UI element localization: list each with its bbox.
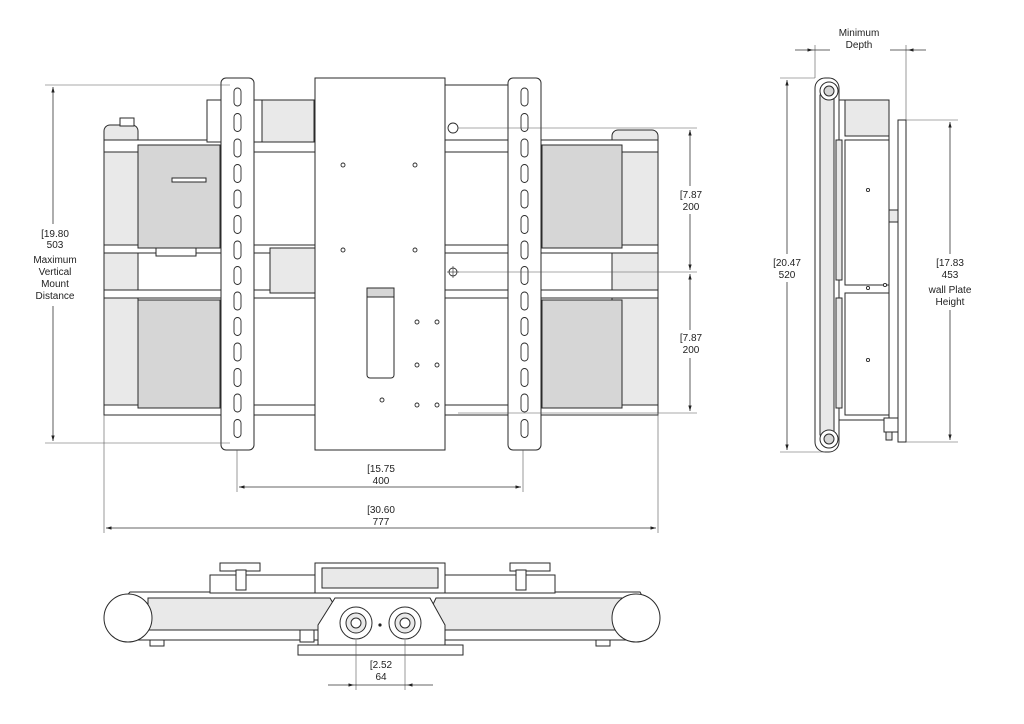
side-dimensions: Minimum Depth [20.47 520 [17.83 453 wall… — [768, 24, 980, 453]
overall-width-inches: [30.60 — [367, 505, 395, 516]
rail-slot — [233, 189, 242, 209]
left-arm-cap — [119, 117, 135, 127]
side-height-inches: [20.47 — [773, 258, 801, 269]
max-vertical-caption-1: Maximum — [33, 255, 76, 266]
upper-spacing-inches: [7.87 — [680, 190, 703, 201]
rail-slot — [520, 164, 529, 183]
wall-plate-mm: 453 — [942, 270, 959, 281]
lower-spacing-mm: 200 — [683, 345, 700, 356]
front-dimensions: [19.80 503 Maximum Vertical Mount Distan… — [28, 84, 706, 533]
center-wall-plate — [314, 77, 446, 451]
center-cutout-top — [366, 287, 395, 298]
bottom-view — [103, 562, 661, 656]
rail-slot — [520, 368, 529, 387]
rail-slot — [520, 266, 529, 285]
bottom-right-roller — [611, 593, 661, 643]
bottom-offset-mm: 64 — [375, 672, 387, 683]
plate-hole — [340, 247, 346, 253]
rail-slot — [520, 138, 529, 158]
right-vertical-rail — [507, 77, 542, 451]
side-top-box — [844, 99, 890, 137]
handle-slot — [171, 177, 207, 183]
rail-slot — [233, 138, 242, 158]
right-upper-housing — [541, 144, 623, 249]
side-wall-plate — [897, 119, 907, 443]
plate-hole — [379, 397, 385, 403]
rail-slot — [233, 342, 242, 362]
bottom-offset-inches: [2.52 — [370, 660, 393, 671]
rail-slot — [233, 164, 242, 183]
rail-slot — [520, 342, 529, 362]
upper-spacing-mm: 200 — [683, 202, 700, 213]
plate-hole — [414, 362, 420, 368]
left-lower-housing — [137, 299, 221, 409]
rail-slot — [233, 291, 242, 311]
overall-width-mm: 777 — [373, 517, 390, 528]
right-lower-housing — [541, 299, 623, 409]
plate-hole — [434, 362, 440, 368]
side-lower-box — [844, 292, 890, 416]
wall-plate-inches: [17.83 — [936, 258, 964, 269]
plate-hole — [412, 162, 418, 168]
plate-hole — [414, 402, 420, 408]
plate-hole — [340, 162, 346, 168]
max-vertical-caption-3: Mount — [41, 279, 69, 290]
min-depth-caption-1: Minimum — [839, 28, 880, 39]
rail-slot — [233, 368, 242, 387]
plate-holes — [340, 162, 440, 408]
max-vertical-caption-2: Vertical — [39, 267, 72, 278]
motor-detail — [261, 99, 315, 143]
front-view — [103, 77, 659, 451]
left-vertical-rail — [220, 77, 255, 451]
side-upper-box — [844, 139, 890, 286]
left-arm-tube — [103, 124, 139, 416]
pivot-hole-top — [447, 122, 459, 134]
max-vertical-caption-4: Distance — [36, 291, 75, 302]
side-view — [814, 77, 907, 453]
lower-spacing-inches: [7.87 — [680, 333, 703, 344]
rail-slot — [520, 393, 529, 413]
rail-slot — [520, 215, 529, 234]
left-upper-housing — [137, 144, 221, 249]
rail-slot — [520, 240, 529, 260]
rail-width-mm: 400 — [373, 476, 390, 487]
rail-slot — [233, 419, 242, 438]
mid-gear-block — [269, 247, 316, 294]
left-joint — [155, 247, 197, 257]
min-depth-caption-2: Depth — [846, 40, 873, 51]
rail-slot — [233, 215, 242, 234]
rail-width-inches: [15.75 — [367, 464, 395, 475]
plate-hole — [434, 402, 440, 408]
rail-slot — [520, 419, 529, 438]
rail-slot — [520, 87, 529, 107]
rail-slot — [233, 87, 242, 107]
max-vertical-mm: 503 — [47, 240, 64, 251]
rail-slots — [233, 87, 529, 438]
plate-hole — [414, 319, 420, 325]
rail-slot — [520, 317, 529, 336]
rail-slot — [233, 266, 242, 285]
bottom-left-roller — [103, 593, 153, 643]
rail-slot — [233, 113, 242, 132]
rail-slot — [233, 240, 242, 260]
rail-slot — [520, 113, 529, 132]
rail-slot — [233, 317, 242, 336]
rail-slot — [233, 393, 242, 413]
plate-hole — [434, 319, 440, 325]
side-rail-inner — [819, 94, 835, 436]
rail-slot — [520, 189, 529, 209]
wall-plate-caption-1: wall Plate — [928, 285, 972, 296]
rail-slot — [520, 291, 529, 311]
wall-plate-caption-2: Height — [936, 297, 965, 308]
side-height-mm: 520 — [779, 270, 796, 281]
bottom-dimensions: [2.52 64 — [328, 640, 433, 690]
max-vertical-inches: [19.80 — [41, 229, 69, 240]
plate-hole — [412, 247, 418, 253]
center-cutout — [366, 287, 395, 379]
